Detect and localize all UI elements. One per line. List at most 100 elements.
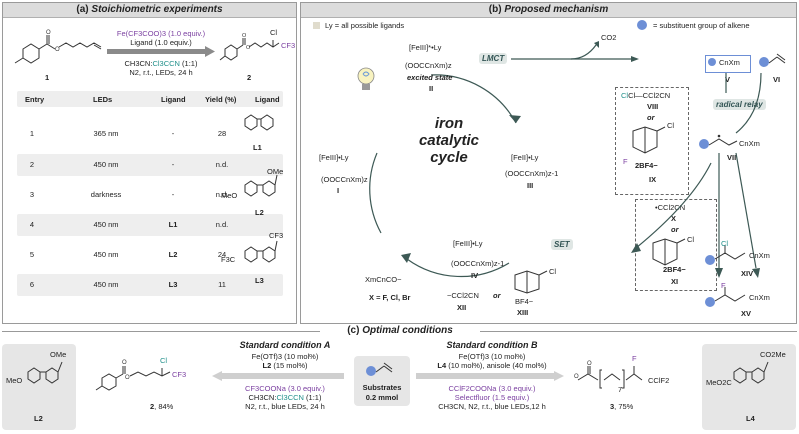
ligand-legend-swatch	[313, 22, 320, 29]
l2-ome: OMe	[50, 350, 67, 359]
svg-text:O: O	[574, 374, 579, 380]
reagent-line-1: Fe(CF3COO)3 (1.0 equiv.)	[116, 29, 206, 38]
ligand-l2-structure-c	[27, 361, 63, 384]
species-ii-label: II	[429, 84, 434, 93]
reagent-line-2: Ligand (1.0 equiv.)	[130, 38, 192, 47]
l4-co2me: CO2Me	[760, 350, 786, 359]
species-x-label: X	[671, 214, 677, 223]
product-xiv-dot	[705, 255, 715, 265]
product-xiv-cl: Cl	[721, 239, 729, 248]
mechanism-arrows	[631, 72, 762, 278]
condition-b-line5: CH3CN, N2, r.t., blue LEDs,12 h	[438, 402, 546, 411]
species-iii-label: III	[527, 181, 534, 190]
product-2-structure: O O	[219, 33, 280, 61]
lmct-label: LMCT	[479, 53, 508, 64]
radical-vii-cnxm: CnXm	[739, 139, 760, 148]
species-viii: ClCl—CCl2CN	[621, 91, 671, 100]
dashed-box-viii-ix	[615, 87, 689, 195]
substrates-amount: 0.2 mmol	[365, 393, 399, 402]
dashed-box-x-xi	[635, 199, 717, 291]
l3-cf3-top: CF3	[269, 231, 284, 240]
product-xv-label: XV	[741, 309, 752, 318]
species-xi-label: XI	[671, 277, 679, 286]
condition-a-arrow	[212, 371, 344, 381]
species-ix-structure	[632, 126, 666, 154]
species-xi-structure	[652, 238, 686, 266]
table-header-row	[17, 91, 283, 107]
svg-text:O: O	[587, 361, 592, 367]
svg-text:O: O	[55, 47, 60, 53]
product-2-cf3-c: CF3	[172, 370, 187, 379]
product-3-structure: O O	[574, 361, 643, 389]
product-xiv-label: XIV	[741, 269, 754, 278]
row3-entry: 3	[29, 190, 35, 199]
halogen-definition: X = F, Cl, Br	[369, 293, 411, 302]
row3-ligand: -	[171, 190, 175, 199]
compound-2-label: 2	[247, 73, 252, 82]
condition-a-line2: L2 (15 mol%)	[262, 361, 308, 370]
ligand-l3-label: L3	[255, 276, 264, 285]
condition-a-line1: Fe(OTf)3 (10 mol%)	[251, 352, 319, 361]
reagent-line-3: CH3CN:Cl3CCN (1:1)	[124, 59, 198, 68]
ligand-l3-structure	[244, 240, 278, 263]
row4-leds: 450 nm	[93, 220, 119, 229]
species-viii-label: VIII	[647, 102, 659, 111]
row1-yield: 28	[217, 129, 227, 138]
species-x: •CCl2CN	[655, 203, 686, 212]
row6-leds: 450 nm	[93, 280, 119, 289]
row2-yield: n.d.	[215, 160, 229, 169]
radical-v-dot	[708, 58, 716, 66]
row4-entry: 4	[29, 220, 35, 229]
substrate-alkene-dot	[366, 366, 376, 376]
row5-yield: 24	[217, 250, 227, 259]
species-iv-label: IV	[471, 271, 479, 280]
condition-b-title: Standard condition B	[446, 340, 538, 350]
species-iv-top: [FeIII]•Ly	[453, 239, 483, 248]
co2-label: CO2	[601, 33, 617, 42]
product-3-seven: 7	[618, 385, 623, 394]
substrates-box	[354, 356, 410, 406]
substituent-legend-dot	[637, 20, 647, 30]
species-ix-cl: Cl	[667, 121, 675, 130]
panel-mechanism: (b) Proposed mechanism Ly = all possible…	[300, 2, 797, 324]
row4-ligand: L1	[168, 220, 178, 229]
col-header-yield: Yield (%)	[205, 95, 237, 104]
species-ii-top: [FeIII]*•Ly	[409, 43, 442, 52]
excited-state-label: excited state	[407, 73, 453, 82]
condition-b-line4: Selectfluor (1.5 equiv.)	[454, 393, 530, 402]
ligand-l2-label-c: L2	[34, 414, 43, 423]
species-i-label: I	[337, 186, 340, 195]
catalytic-cycle-arc	[369, 74, 521, 278]
alkene-vi-bonds	[768, 53, 786, 64]
co2-arrow	[511, 41, 639, 62]
species-ix-f: F	[623, 157, 628, 166]
svg-text:O: O	[46, 30, 51, 36]
reagent-line-4: N2, r.t., LEDs, 24 h	[129, 68, 193, 77]
species-i-top: [FeIII]•Ly	[319, 153, 349, 162]
radical-v-cnxm: CnXm	[719, 58, 740, 67]
alkene-vi-dot	[759, 57, 769, 67]
radical-v-label: V	[725, 75, 731, 84]
ligand-l4-structure	[733, 361, 769, 384]
col-header-ligand: Ligand	[161, 95, 186, 104]
species-xi-cl: Cl	[687, 235, 695, 244]
table-row	[17, 274, 283, 296]
row3-yield: n.d.	[215, 190, 229, 199]
species-i-bottom: (OOCCnXm)z	[321, 175, 368, 184]
species-xiii-cl: Cl	[549, 267, 557, 276]
row6-ligand: L3	[168, 280, 178, 289]
row5-ligand: L2	[168, 250, 178, 259]
condition-a-line4: CH3CN:Cl3CCN (1:1)	[248, 393, 322, 402]
product-xv-f: F	[721, 281, 726, 290]
compound-1-label: 1	[45, 73, 50, 82]
reaction-arrow-a	[107, 46, 215, 57]
ligand-legend-text: Ly = all possible ligands	[325, 21, 405, 30]
product-3-f: F	[632, 354, 637, 363]
svg-text:O: O	[246, 45, 251, 51]
radical-vii-bonds	[708, 134, 738, 146]
row4-yield: n.d.	[215, 220, 229, 229]
product-3-yield: 3, 75%	[610, 402, 634, 411]
l2-meo-left: MeO	[221, 191, 238, 200]
or-viii-ix: or	[647, 113, 655, 122]
